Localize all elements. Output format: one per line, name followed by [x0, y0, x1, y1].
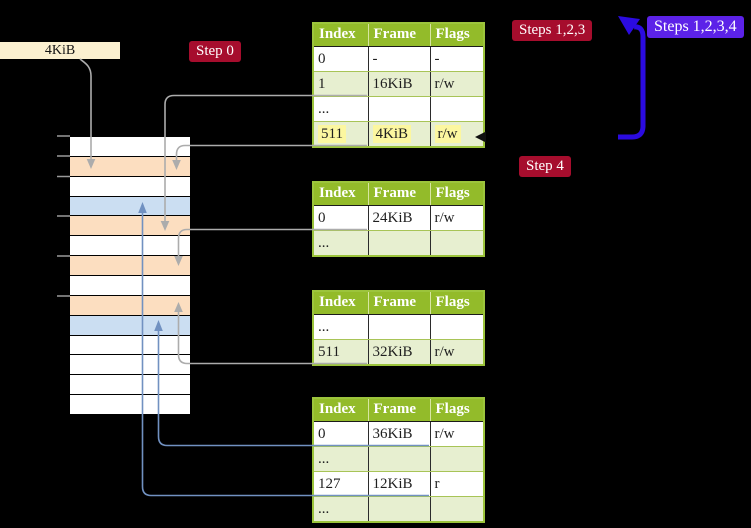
memory-frame-row-peach [70, 295, 190, 316]
table-cell: ... [313, 314, 369, 340]
memory-frame-row-white [70, 176, 190, 197]
table-row: ... [313, 230, 484, 256]
table-cell: 127 [313, 471, 369, 497]
table-cell: 36KiB [368, 421, 431, 447]
table-cell [368, 230, 431, 256]
table-cell: r/w [430, 205, 484, 231]
table-row: ... [313, 446, 484, 472]
column-header-index: Index [313, 23, 369, 47]
table-cell [430, 446, 484, 472]
table-cell: 0 [313, 421, 369, 447]
table-cell: r/w [430, 421, 484, 447]
table-cell: ... [313, 96, 369, 122]
memory-frame-row-peach [70, 256, 190, 277]
memory-frame-row-white [70, 236, 190, 257]
step4-badge: Step 4 [519, 156, 571, 177]
table-cell: ... [313, 230, 369, 256]
physical-memory-stack [70, 136, 190, 415]
table-cell: 0 [313, 46, 369, 72]
table-row: ... [313, 314, 484, 340]
table-cell: ... [313, 446, 369, 472]
column-header-flags: Flags [430, 398, 484, 422]
table-cell: 4KiB [368, 121, 431, 147]
memory-frame-row-white [70, 335, 190, 356]
column-header-flags: Flags [430, 182, 484, 206]
table-cell: 511 [313, 121, 369, 147]
table-cell [430, 496, 484, 522]
highlighted-value: 4KiB [372, 124, 412, 143]
table-cell [368, 96, 431, 122]
table-cell: 12KiB [368, 471, 431, 497]
table-cell: 32KiB [368, 339, 431, 365]
table-cell: 511 [313, 339, 369, 365]
table-row: ... [313, 96, 484, 122]
column-header-flags: Flags [430, 291, 484, 315]
table-cell: r/w [430, 121, 484, 147]
memory-frame-row-peach [70, 216, 190, 237]
table-row: 511 4KiB r/w [313, 121, 484, 147]
table-cell: 0 [313, 205, 369, 231]
memory-frame-row-blue [70, 315, 190, 336]
table-cell [430, 314, 484, 340]
column-header-frame: Frame [368, 291, 431, 315]
column-header-index: Index [313, 182, 369, 206]
steps123-badge: Steps 1,2,3 [512, 20, 593, 41]
memory-frame-row-white [70, 395, 190, 415]
table-cell [430, 96, 484, 122]
column-header-frame: Frame [368, 398, 431, 422]
arrow-recursive-loop [618, 16, 646, 140]
table-cell: - [368, 46, 431, 72]
table-cell [368, 314, 431, 340]
memory-frame-row-peach [70, 156, 190, 177]
table-cell [430, 230, 484, 256]
column-header-flags: Flags [430, 23, 484, 47]
memory-frame-row-white [70, 355, 190, 376]
table-cell: 1 [313, 71, 369, 97]
memory-frame-row-blue [70, 196, 190, 217]
memory-frame-row-white [70, 276, 190, 296]
highlighted-value: r/w [434, 124, 461, 143]
column-header-frame: Frame [368, 23, 431, 47]
memory-frame-row-white [70, 137, 190, 157]
frame-4kib-label: 4KiB [0, 42, 120, 59]
step0-badge: Step 0 [189, 41, 241, 62]
column-header-index: Index [313, 398, 369, 422]
table-cell: ... [313, 496, 369, 522]
steps1234-badge: Steps 1,2,3,4 [647, 16, 744, 38]
highlighted-value: 511 [318, 124, 346, 143]
table-cell: 16KiB [368, 71, 431, 97]
memory-frame-row-white [70, 375, 190, 396]
table-cell: r/w [430, 71, 484, 97]
table-cell: 24KiB [368, 205, 431, 231]
tick-marks [57, 135, 70, 297]
table-row: ... [313, 496, 484, 522]
table-cell: r [430, 471, 484, 497]
arrow-l4-entry511-to-frame [172, 144, 367, 170]
table-cell [368, 496, 431, 522]
column-header-frame: Frame [368, 182, 431, 206]
column-header-index: Index [313, 291, 369, 315]
table-cell: - [430, 46, 484, 72]
table-cell: r/w [430, 339, 484, 365]
table-cell [368, 446, 431, 472]
table-row: 0-- [313, 46, 484, 72]
